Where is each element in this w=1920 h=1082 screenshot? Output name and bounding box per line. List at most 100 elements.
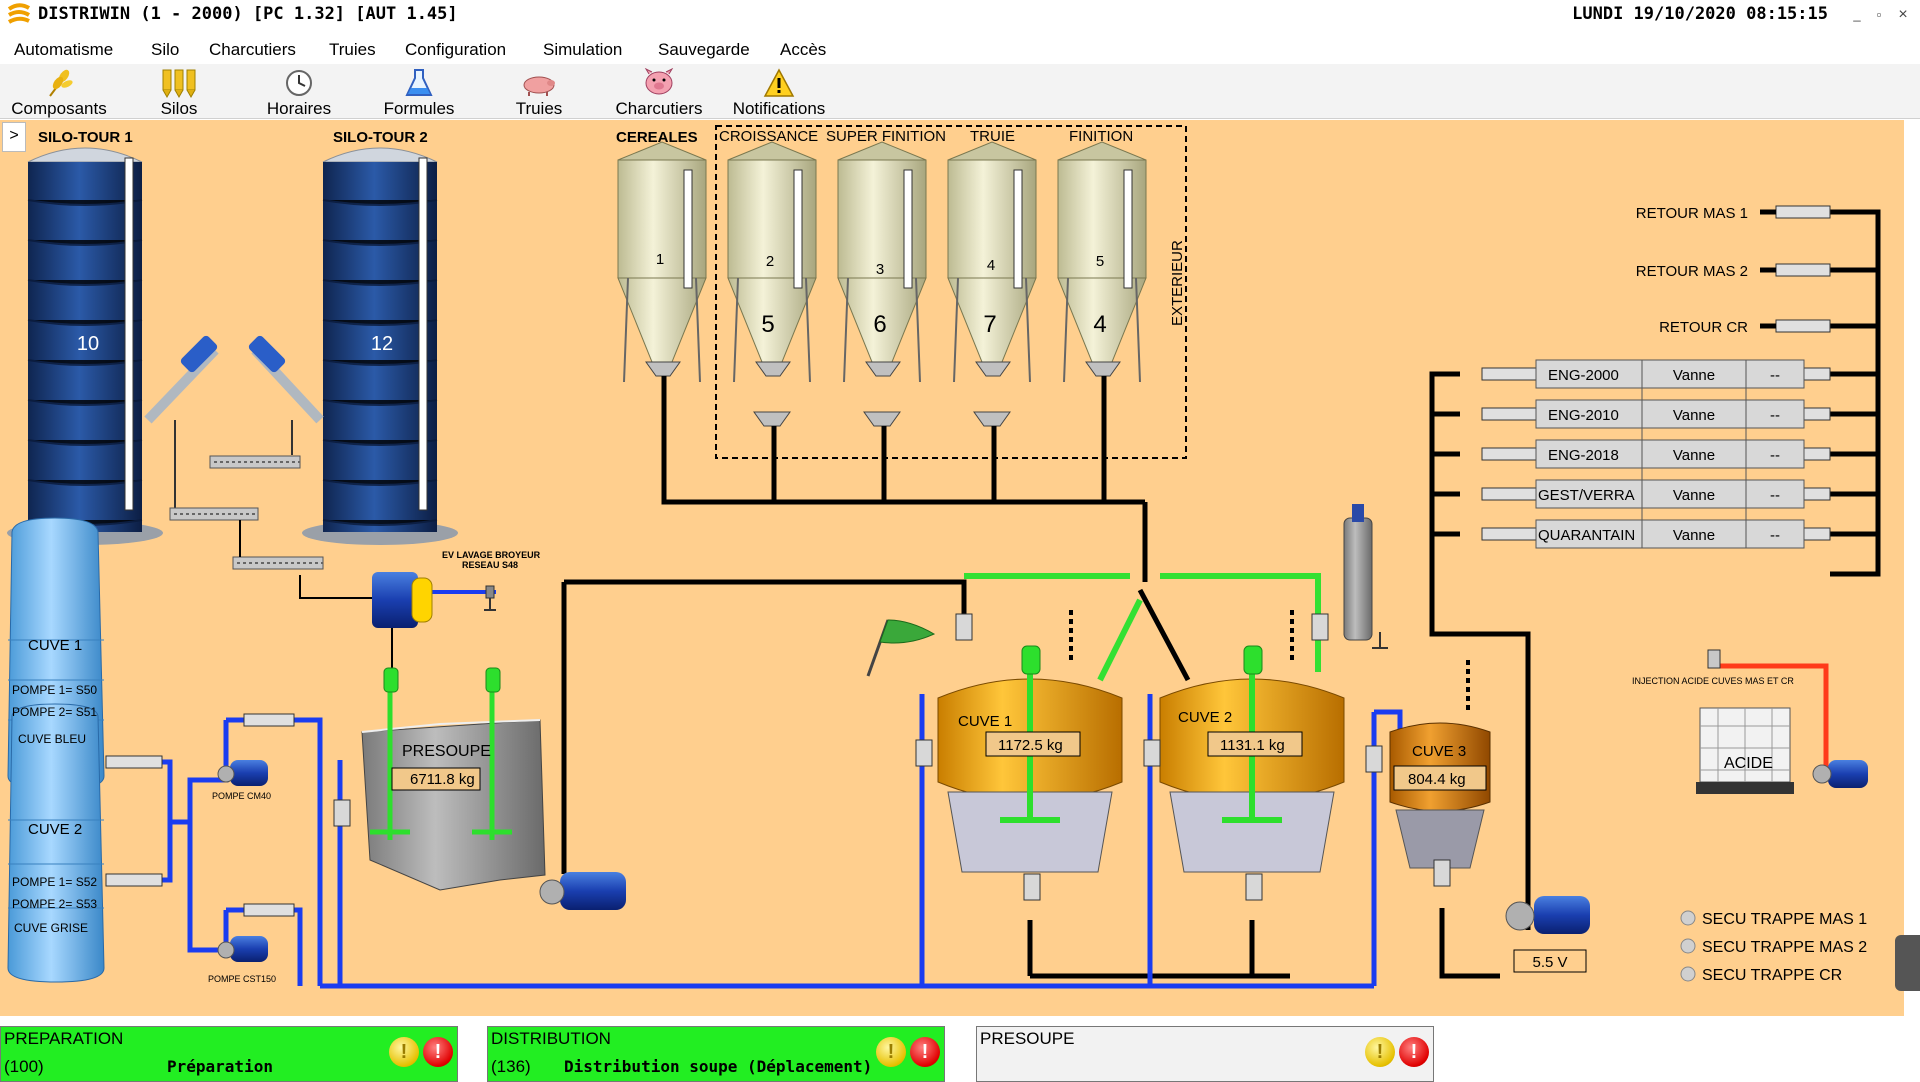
- mix-tank-1[interactable]: [937, 610, 1123, 873]
- feed-silo-2-title: CROISSANCE: [719, 128, 818, 145]
- window-title: DISTRIWIN (1 - 2000) [PC 1.32] [AUT 1.45…: [38, 4, 458, 24]
- feed-silo-5-id: 5: [1096, 253, 1104, 270]
- mix-tank-2[interactable]: [1159, 610, 1345, 873]
- presoupe-tank[interactable]: [361, 667, 546, 891]
- grinder[interactable]: [372, 572, 496, 680]
- toolbar-formules-button[interactable]: Formules: [364, 64, 474, 118]
- flag-icon[interactable]: [866, 619, 936, 677]
- filter-unit[interactable]: [1343, 504, 1388, 649]
- side-panel-tab[interactable]: [1895, 935, 1920, 991]
- status-panel-distribution[interactable]: DISTRIBUTION (136) Distribution soupe (D…: [487, 1026, 945, 1082]
- circuit-1-state: --: [1770, 367, 1780, 384]
- circuit-row-gest-verra[interactable]: [1535, 479, 1805, 509]
- circuit-row-quarantain[interactable]: [1535, 519, 1805, 549]
- title-bar: DISTRIWIN (1 - 2000) [PC 1.32] [AUT 1.45…: [0, 0, 1920, 30]
- sow-icon: [523, 76, 555, 96]
- distribution-pump[interactable]: [1505, 896, 1590, 973]
- toolbar-charcutiers-button[interactable]: Charcutiers: [604, 64, 714, 118]
- vertical-scrollbar[interactable]: [1904, 120, 1920, 1016]
- circuit-row-eng-2000[interactable]: [1535, 359, 1805, 389]
- silo-tower-1-title: SILO-TOUR 1: [38, 129, 133, 146]
- status-bar: PREPARATION (100) Préparation ! ! DISTRI…: [0, 1016, 1920, 1082]
- status-panel-preparation[interactable]: PREPARATION (100) Préparation ! !: [0, 1026, 458, 1082]
- feed-silo-5-number: 4: [1093, 311, 1106, 338]
- storage-tank-2-name: CUVE 2: [28, 821, 82, 838]
- restore-button[interactable]: ▫: [1876, 7, 1882, 22]
- clock-icon: [286, 70, 312, 96]
- distribution-title: DISTRIBUTION: [491, 1029, 611, 1048]
- minimize-button[interactable]: _: [1853, 7, 1861, 22]
- toolbar-composants-label: Composants: [11, 99, 107, 118]
- mix-tank-3[interactable]: [1389, 660, 1491, 869]
- menu-truies[interactable]: Truies: [329, 40, 376, 59]
- pig-icon: [644, 68, 674, 95]
- menu-acces[interactable]: Accès: [780, 40, 827, 59]
- storage-tank-1-label: CUVE BLEU: [18, 732, 86, 746]
- preparation-error-icon[interactable]: !: [423, 1037, 453, 1067]
- circuit-3-mode: Vanne: [1673, 447, 1715, 464]
- preparation-warning-icon[interactable]: !: [389, 1037, 419, 1067]
- sidebar-toggle-button[interactable]: >: [2, 122, 26, 152]
- circuit-row-eng-2018[interactable]: [1535, 439, 1805, 469]
- presoupe-warning-icon[interactable]: !: [1365, 1037, 1395, 1067]
- pump-cm40[interactable]: [217, 760, 268, 786]
- feed-silo-5[interactable]: [1057, 141, 1147, 383]
- mix-tank-2-name: CUVE 2: [1178, 709, 1232, 726]
- circuit-2-mode: Vanne: [1673, 407, 1715, 424]
- close-button[interactable]: ×: [1898, 6, 1908, 23]
- pump-voltage-readout: 5.5 V: [1532, 954, 1567, 971]
- toolbar-composants-button[interactable]: Composants: [4, 64, 114, 118]
- pipe-acid: [1716, 663, 1829, 772]
- storage-tank-1-pump1: POMPE 1= S50: [12, 683, 97, 697]
- menu-configuration[interactable]: Configuration: [405, 40, 507, 59]
- acid-label: ACIDE: [1724, 755, 1773, 772]
- ev-lavage-valve[interactable]: [484, 585, 496, 611]
- menu-charcutiers[interactable]: Charcutiers: [209, 40, 296, 59]
- acid-injection-valve[interactable]: [1707, 649, 1721, 669]
- cereales-title: CEREALES: [616, 129, 698, 146]
- menu-sauvegarde[interactable]: Sauvegarde: [658, 40, 750, 59]
- acid-container[interactable]: [1696, 707, 1794, 794]
- storage-tank-2[interactable]: [7, 703, 105, 983]
- feed-silo-3[interactable]: [837, 141, 927, 383]
- menu-silo[interactable]: Silo: [151, 40, 180, 59]
- feed-silo-4-number: 7: [983, 311, 996, 338]
- menu-bar: Automatisme Silo Charcutiers Truies Conf…: [0, 34, 1920, 64]
- preparation-code: (100): [4, 1057, 44, 1076]
- circuit-3-name: ENG-2018: [1548, 447, 1619, 464]
- silo-tower-1[interactable]: [7, 147, 163, 545]
- presoupe-pump[interactable]: [539, 872, 626, 910]
- feed-silo-5-title: FINITION: [1069, 128, 1133, 145]
- secu-indicator-1: [1680, 910, 1696, 926]
- distribution-warning-icon[interactable]: !: [876, 1037, 906, 1067]
- silo-tower-1-number: 10: [77, 333, 99, 355]
- distribution-error-icon[interactable]: !: [910, 1037, 940, 1067]
- feed-silos: [617, 141, 1147, 383]
- silo-tower-2[interactable]: [302, 147, 458, 545]
- feed-silo-1-id: 1: [656, 251, 664, 268]
- feed-silo-1[interactable]: [617, 141, 707, 383]
- tank-valves[interactable]: [333, 613, 1451, 901]
- presoupe-panel-title: PRESOUPE: [980, 1029, 1075, 1048]
- acid-pump[interactable]: [1812, 760, 1868, 788]
- presoupe-weight: 6711.8 kg: [410, 771, 475, 788]
- menu-simulation[interactable]: Simulation: [543, 40, 623, 59]
- circuit-row-eng-2010[interactable]: [1535, 399, 1805, 429]
- circuit-4-mode: Vanne: [1673, 487, 1715, 504]
- pump-cst150[interactable]: [217, 936, 268, 962]
- exterieur-label: EXTERIEUR: [1169, 240, 1186, 326]
- status-panel-presoupe[interactable]: PRESOUPE ! !: [976, 1026, 1434, 1082]
- toolbar-horaires-button[interactable]: Horaires: [244, 64, 354, 118]
- toolbar-notifications-button[interactable]: Notifications: [724, 64, 834, 118]
- silo-augers: [144, 335, 372, 599]
- process-diagram: SILO-TOUR 1 SILO-TOUR 2 10 12 CEREALES C…: [7, 125, 1881, 989]
- silo-tower-2-number: 12: [371, 333, 393, 355]
- presoupe-error-icon[interactable]: !: [1399, 1037, 1429, 1067]
- toolbar-truies-button[interactable]: Truies: [484, 64, 594, 118]
- secu-trappe-mas-1-label: SECU TRAPPE MAS 1: [1702, 911, 1867, 928]
- toolbar-silos-button[interactable]: Silos: [124, 64, 234, 118]
- silo-valves[interactable]: [645, 361, 1121, 427]
- feed-silo-3-id: 3: [876, 261, 884, 278]
- menu-automatisme[interactable]: Automatisme: [14, 40, 114, 59]
- storage-tank-2-pump2: POMPE 2= S53: [12, 897, 97, 911]
